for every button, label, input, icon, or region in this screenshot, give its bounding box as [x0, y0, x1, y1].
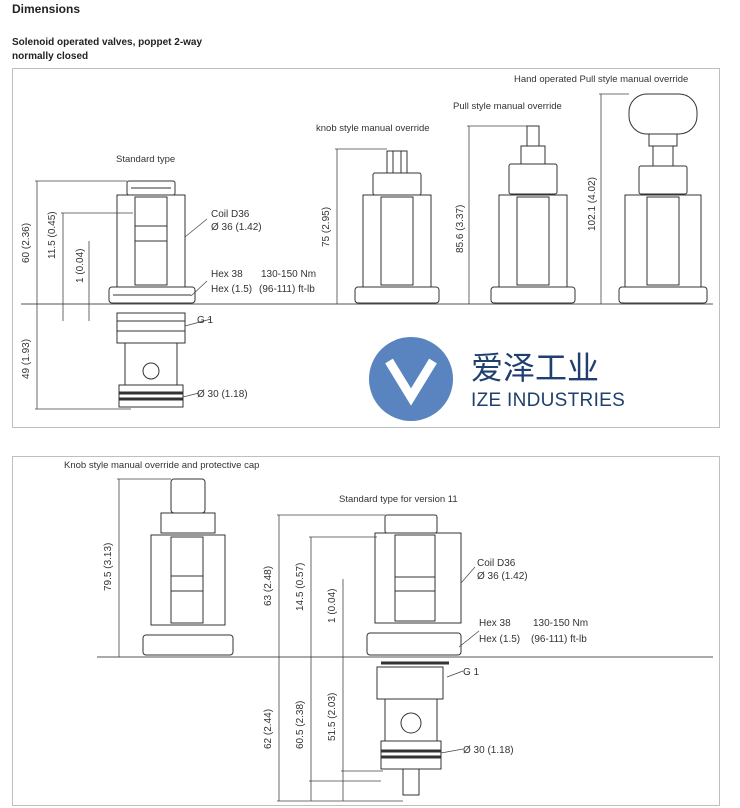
dim-62: 62 (2.44)	[263, 709, 274, 749]
coil-label-2: Coil D36	[477, 558, 516, 569]
torque-ftlb-2: (96-111) ft-lb	[531, 634, 587, 645]
drawing-panel-2: Knob style manual override and protectiv…	[12, 456, 720, 806]
label-knob-cap: Knob style manual override and protectiv…	[64, 460, 259, 471]
label-knob-override: knob style manual override	[316, 123, 430, 134]
dim-11-5: 11.5 (0.45)	[47, 211, 58, 259]
coil-diameter: Ø 36 (1.42)	[211, 222, 262, 233]
subtitle-line-2: normally closed	[12, 51, 89, 62]
drawing-panel-1-svg: Standard type knob style manual override…	[21, 74, 713, 421]
label-standard-v11: Standard type for version 11	[339, 494, 458, 505]
valve-standard	[108, 180, 196, 408]
dimension-lines-standard	[35, 180, 133, 410]
logo-circle-icon	[369, 337, 453, 421]
bottom-diameter-2: Ø 30 (1.18)	[463, 745, 514, 756]
dim-51-5: 51.5 (2.03)	[327, 693, 338, 741]
hex-label: Hex 38	[211, 269, 243, 280]
valve-hand-pull-override	[599, 93, 708, 304]
dim-1-v11: 1 (0.04)	[327, 589, 338, 623]
watermark-brand-en: IZE INDUSTRIES	[471, 390, 625, 411]
torque-nm-2: 130-150 Nm	[533, 618, 588, 629]
page-title: Dimensions	[12, 2, 81, 16]
drawing-panel-2-svg: Knob style manual override and protectiv…	[64, 460, 713, 802]
watermark-brand-cn: 爱泽工业	[471, 349, 599, 387]
torque-ftlb: (96-111) ft-lb	[259, 284, 315, 295]
hex-label-2: Hex 38	[479, 618, 511, 629]
label-standard-type: Standard type	[116, 154, 175, 165]
dim-60-5: 60.5 (2.38)	[295, 701, 306, 749]
dim-49: 49 (1.93)	[21, 339, 32, 379]
drawing-panel-1: Standard type knob style manual override…	[12, 68, 720, 428]
label-hand-pull-override: Hand operated Pull style manual override	[514, 74, 688, 85]
bottom-diameter: Ø 30 (1.18)	[197, 389, 248, 400]
thread-label-2: G 1	[463, 667, 480, 678]
valve-knob-cap	[117, 478, 234, 657]
valve-pull-override	[467, 125, 576, 304]
coil-label: Coil D36	[211, 209, 250, 220]
valve-standard-v11	[366, 514, 462, 796]
dim-75: 75 (2.95)	[321, 207, 332, 247]
dim-63: 63 (2.48)	[263, 566, 274, 606]
dimension-lines-v11	[277, 514, 403, 802]
dim-102-1: 102.1 (4.02)	[587, 177, 598, 231]
watermark-logo: 爱泽工业 IZE INDUSTRIES	[369, 337, 625, 421]
label-pull-override: Pull style manual override	[453, 101, 562, 112]
section-subtitle: Solenoid operated valves, poppet 2-way n…	[12, 36, 202, 64]
torque-nm: 130-150 Nm	[261, 269, 316, 280]
thread-label: G 1	[197, 315, 214, 326]
logo-mark-icon	[385, 358, 437, 406]
dim-85-6: 85.6 (3.37)	[455, 205, 466, 253]
dim-60: 60 (2.36)	[21, 223, 32, 263]
dim-1: 1 (0.04)	[75, 249, 86, 283]
coil-diameter-2: Ø 36 (1.42)	[477, 571, 528, 582]
dim-79-5: 79.5 (3.13)	[103, 543, 114, 591]
subtitle-line-1: Solenoid operated valves, poppet 2-way	[12, 37, 203, 48]
valve-knob-override	[335, 148, 440, 304]
hex-inch-2: Hex (1.5)	[479, 634, 520, 645]
dim-14-5: 14.5 (0.57)	[295, 563, 306, 611]
hex-inch: Hex (1.5)	[211, 284, 252, 295]
